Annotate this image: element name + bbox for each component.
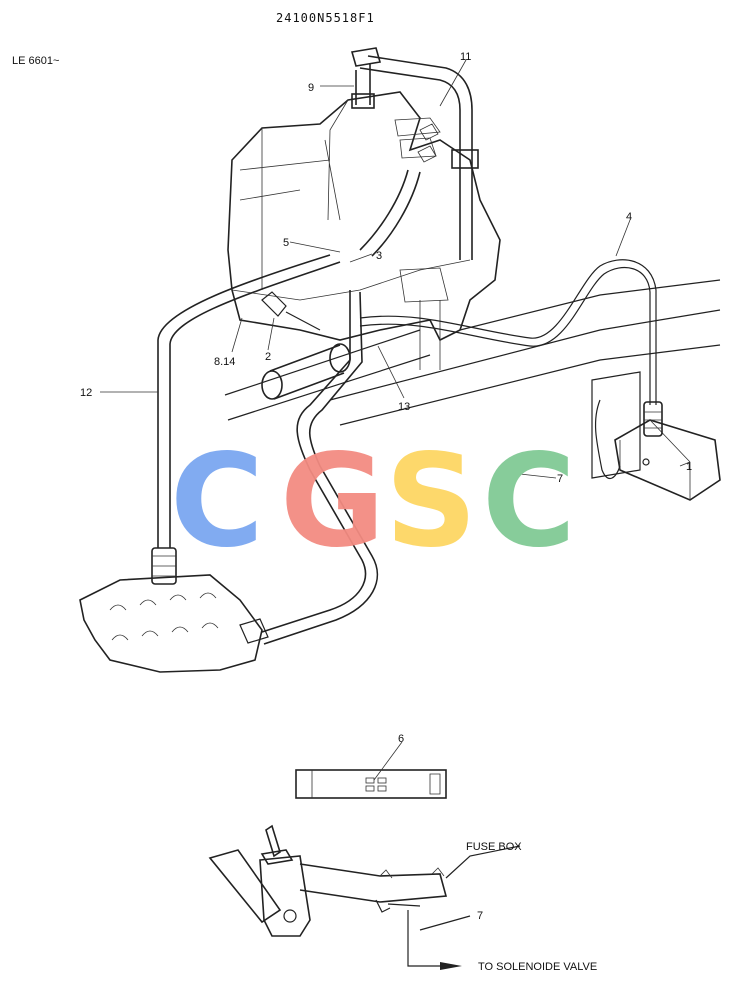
callout-7-upper: 7 [557,473,563,485]
lever-assembly [208,824,521,970]
callout-1: 1 [686,461,692,473]
hose-middle [359,169,421,257]
pipe-9 [350,47,382,105]
fitting-9 [351,93,375,109]
callout-3: 3 [376,250,382,262]
pipe-12 [157,254,341,548]
callout-8-14: 8.14 [214,356,235,368]
pipe-11 [359,55,473,260]
callout-9: 9 [308,82,314,94]
cylinder [261,291,351,400]
fuse-box-label: FUSE BOX [466,841,522,853]
callout-13: 13 [398,401,410,413]
callout-6: 6 [398,733,404,745]
watermark-logo: C G S C [170,427,576,576]
clamp-11 [451,149,479,169]
housing-assembly [227,91,501,370]
callout-4: 4 [626,211,632,223]
solenoide-label: TO SOLENOIDE VALVE [478,961,597,973]
callout-7-lower: 7 [477,910,483,922]
solenoid-valve [591,371,721,501]
panel-6 [295,769,447,799]
leader-lines [100,59,691,781]
pipe-13 [261,290,379,645]
watermark-letter-c2: C [482,427,576,576]
serial-range: LE 6601~ [12,55,59,67]
callout-11: 11 [460,51,471,63]
control-valve [79,547,269,673]
callout-12: 12 [80,387,92,399]
part-number: 24100N5518F1 [276,11,375,25]
callout-5: 5 [283,237,289,249]
watermark-letter-s: S [385,427,477,576]
frame-rails [224,279,721,426]
watermark-letter-c1: C [170,427,264,576]
callout-2: 2 [265,351,271,363]
watermark-letter-g: G [280,427,385,576]
cable-4 [359,259,657,405]
